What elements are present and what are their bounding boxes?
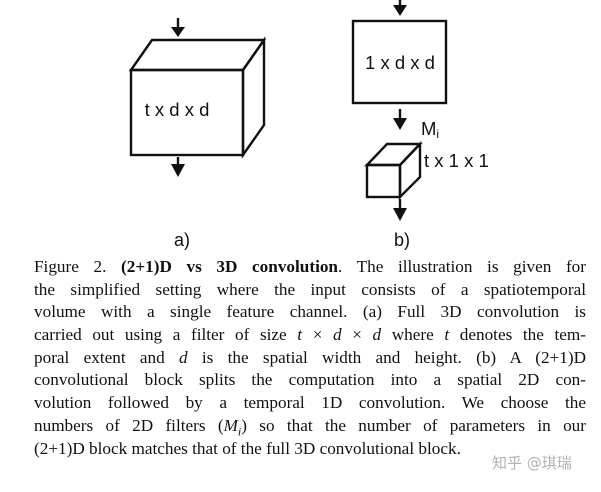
caption-text-run: where [381,325,445,345]
caption-title: (2+1)D vs 3D convolution [121,257,338,276]
caption-math-symbol: d [178,347,188,367]
caption-line-text: . The illustration is given for [338,257,586,276]
caption-line: the simplified setting where the input c… [34,279,586,302]
caption-text-run: poral extent and [34,347,179,367]
caption-text-run: ) so that the number of parameters in ou… [241,415,586,435]
caption-text-run: denotes the tem- [449,325,587,345]
caption-text-run: × [341,325,373,345]
input-arrow-a [171,18,185,37]
figure-caption: Figure 2. (2+1)D vs 3D convolution. The … [34,256,586,460]
zhihu-watermark: 知乎 @琪瑞 [492,454,572,472]
caption-line: volume with a single feature channel. (a… [34,301,586,324]
spatial-2d-filter-square [351,19,448,105]
panel-a-label: a) [174,230,190,250]
caption-line: Figure 2. (2+1)D vs 3D convolution. The … [34,256,586,279]
caption-math-symbol: t [444,325,450,345]
caption-text-run: volution followed by a temporal 1D convo… [34,393,586,413]
caption-math-symbol: t [297,325,303,345]
intermediate-arrow-b [393,109,407,130]
mi-filter-count-label: Mi [421,118,439,141]
output-arrow-b [393,199,407,221]
input-arrow-b [393,0,407,16]
cube-dimension-label: t x d x d [145,99,210,120]
box-dimension-label: t x 1 x 1 [424,150,489,171]
panel-b-label: b) [394,230,410,250]
caption-text-run: volume with a single feature channel. (a… [34,302,586,322]
caption-text-run: (2+1)D block matches that of the full 3D… [34,438,461,458]
panel-a-3d-convolution [128,18,267,177]
caption-text-run: carried out using a filter of size [34,325,298,345]
caption-math-symbol: M [223,415,238,435]
figure-2-illustration: t x d x d a) 1 x d x d Mi t x 1 x 1 b) [128,0,489,250]
caption-text-run: is the spatial width and height. (b) A (… [187,347,586,367]
caption-math-symbol: d [333,325,342,345]
panel-b-2plus1d-convolution [351,0,448,221]
caption-figure-number: Figure 2. [34,257,122,276]
caption-line: numbers of 2D filters (Mi) so that the n… [34,415,586,438]
caption-text-run: × [302,325,334,345]
caption-math-symbol: i [237,424,242,439]
caption-math-symbol: d [372,325,382,345]
caption-body: the simplified setting where the input c… [34,279,586,461]
caption-text-run: . The illustration is given for [338,257,587,276]
caption-text-run: the simplified setting where the input c… [34,279,586,299]
caption-line: volution followed by a temporal 1D convo… [34,392,586,415]
caption-line: (2+1)D block matches that of the full 3D… [34,438,586,461]
temporal-1d-filter-box [364,141,423,200]
caption-text-run: numbers of 2D filters ( [34,415,224,435]
caption-line: carried out using a filter of size t × d… [34,324,586,347]
caption-line: convolutional block splits the computati… [34,369,586,392]
caption-text-run: convolutional block splits the computati… [34,370,586,390]
caption-line: poral extent and d is the spatial width … [34,347,586,370]
cube-shape [128,36,267,159]
output-arrow-a [171,157,185,177]
square-dimension-label: 1 x d x d [365,52,435,73]
